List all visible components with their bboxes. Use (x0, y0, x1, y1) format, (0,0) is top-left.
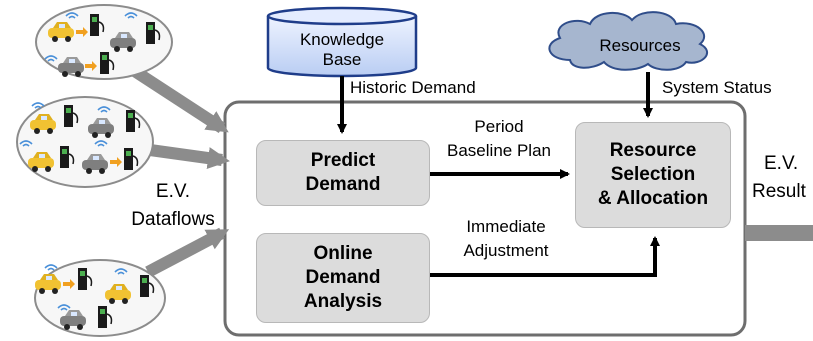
predict-demand-box: Predict Demand (256, 140, 430, 206)
dataflow-arrow-bottom (145, 227, 230, 278)
resource-selection-label: Resource Selection & Allocation (597, 140, 709, 209)
historic-demand-label: Historic Demand (350, 78, 476, 97)
resources-cloud (548, 11, 708, 71)
online-demand-analysis-box: Online Demand Analysis (256, 233, 430, 323)
knowledge-base-cylinder (266, 6, 418, 78)
online-demand-label: Online Demand Analysis (303, 243, 383, 312)
ev-group-middle (16, 96, 154, 188)
period-baseline-label: Period Baseline Plan (425, 117, 573, 161)
system-status-label: System Status (662, 78, 772, 97)
ev-group-top (35, 4, 173, 80)
knowledge-base-label: Knowledge Base (268, 30, 416, 70)
ev-dataflows-line1: E.V. (155, 181, 191, 202)
result-arrow-bar (745, 225, 813, 241)
ev-result-line2: Result (752, 181, 806, 202)
immediate-adjustment-label: Immediate Adjustment (432, 217, 580, 261)
baseline-plan-label: Baseline Plan (447, 141, 551, 160)
period-label: Period (474, 117, 524, 136)
resource-selection-box: Resource Selection & Allocation (575, 122, 731, 228)
ev-dataflows-label: E.V. Dataflows (118, 180, 228, 232)
knowledge-base-line2: Base (322, 50, 362, 69)
ev-result-line1: E.V. (764, 153, 799, 174)
adjustment-label: Adjustment (463, 241, 549, 260)
ev-result-label: E.V. Result (752, 152, 806, 204)
immediate-label: Immediate (466, 217, 546, 236)
resources-label: Resources (599, 36, 681, 55)
dataflow-arrow-middle (149, 144, 230, 169)
knowledge-base-line1: Knowledge (299, 30, 385, 49)
dataflow-arrow-top (126, 62, 229, 134)
ev-group-bottom (34, 259, 166, 337)
ev-dataflows-line2: Dataflows (131, 209, 215, 230)
predict-demand-label: Predict Demand (305, 150, 381, 195)
adjustment-arrow (430, 236, 660, 277)
